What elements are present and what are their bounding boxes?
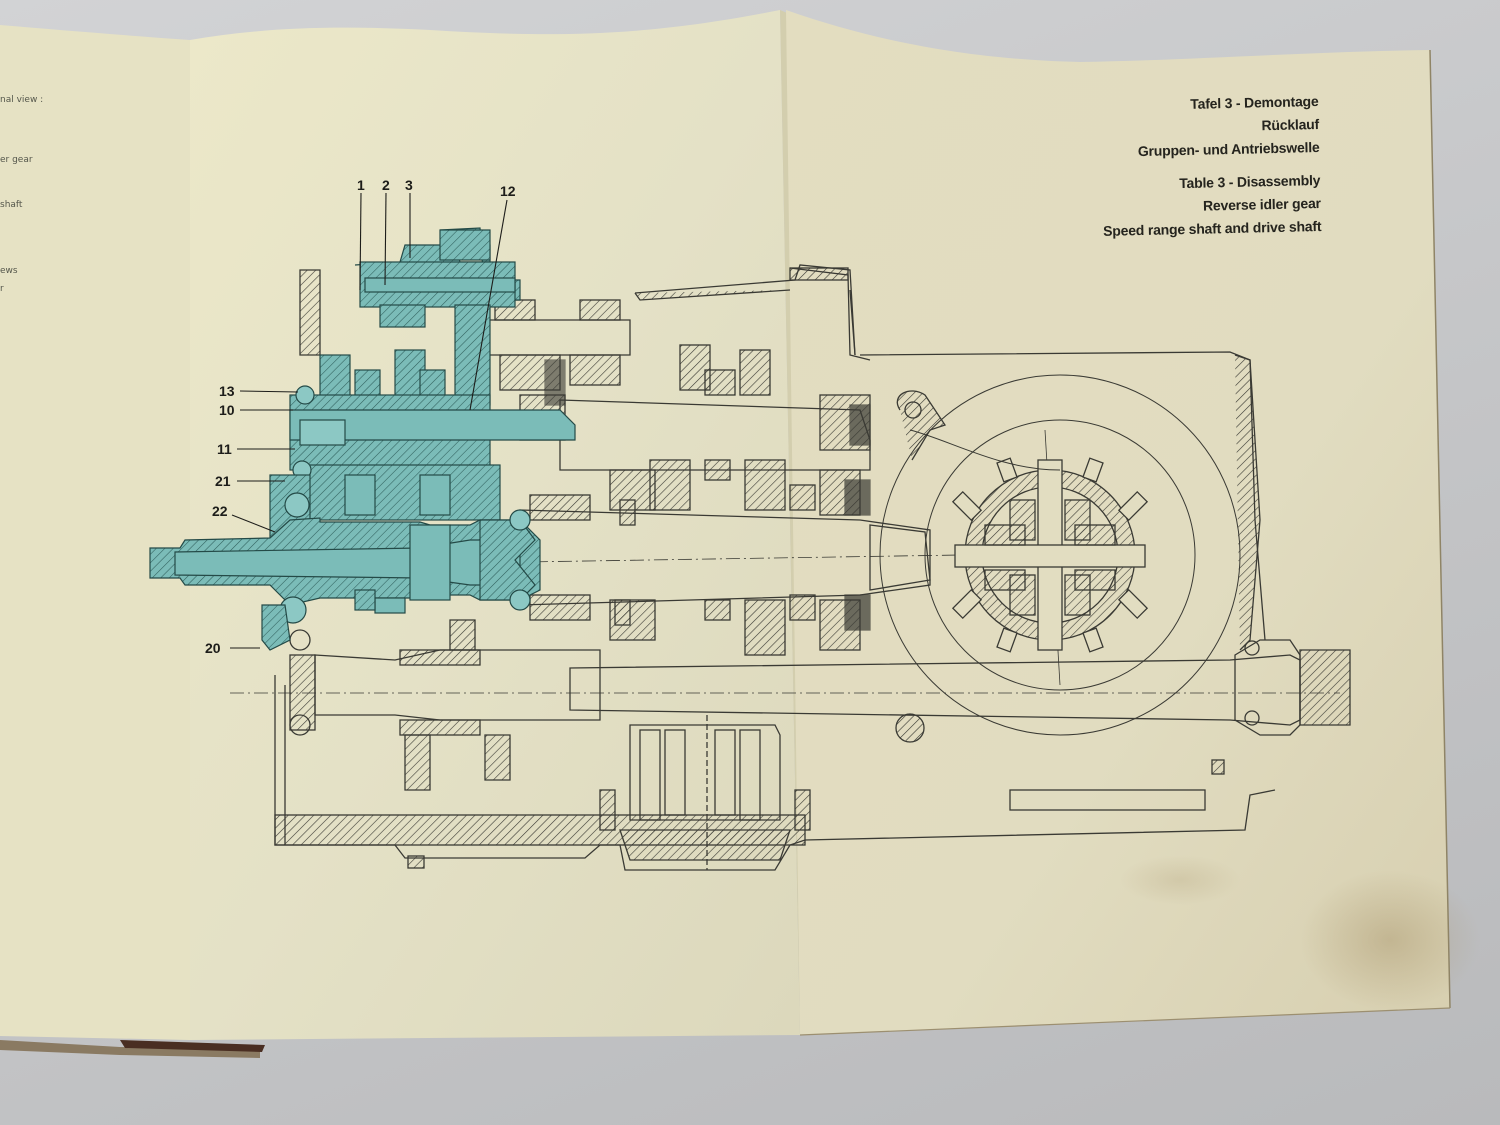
callout-10: 10 — [219, 402, 235, 418]
diagram-caption: Tafel 3 - Demontage Rücklauf Gruppen- un… — [1100, 90, 1322, 243]
pump-assembly — [599, 715, 811, 870]
left-page-line: ews — [0, 266, 18, 276]
left-page-text: nal view : er gear shaft ews r — [0, 0, 60, 320]
left-page — [0, 25, 190, 1040]
callout-3: 3 — [405, 177, 413, 193]
callout-22: 22 — [212, 503, 228, 519]
book-cover-edge — [0, 1040, 260, 1058]
callout-13: 13 — [219, 383, 235, 399]
callout-20: 20 — [205, 640, 221, 656]
callout-12: 12 — [500, 183, 516, 199]
left-page-line: shaft — [0, 200, 23, 210]
callout-leaders — [230, 192, 508, 649]
callout-11: 11 — [217, 441, 232, 457]
left-page-line: r — [0, 284, 4, 294]
callout-2: 2 — [382, 177, 390, 193]
callout-1: 1 — [357, 177, 365, 193]
callout-21: 21 — [215, 473, 231, 489]
left-page-line: er gear — [0, 155, 33, 165]
highlighted-parts — [149, 227, 576, 651]
left-page-line: nal view : — [0, 95, 44, 105]
